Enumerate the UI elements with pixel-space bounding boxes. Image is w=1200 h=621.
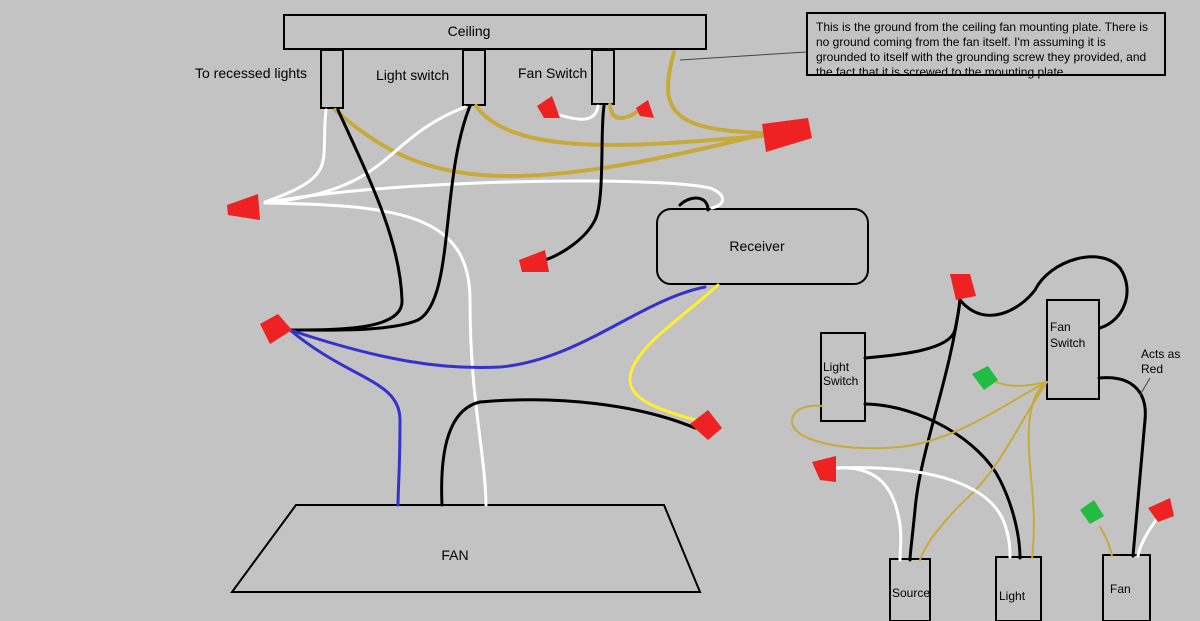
ground-wires-right: [790, 379, 1113, 561]
yellow-wire: [628, 283, 720, 422]
white-wires-right: [833, 466, 1162, 562]
wire-nut-ground-main: [762, 118, 812, 152]
wire-nut-black-receiver: [519, 250, 549, 272]
light-switch-box-label-line1: Light: [823, 360, 850, 374]
fan-switch-box-top: [591, 49, 615, 105]
note-pointer-line: [679, 51, 807, 61]
light-switch-box-label-line2: Switch: [823, 374, 858, 388]
light-switch-box-label: Light Switch: [823, 360, 858, 388]
black-wires-right: [863, 255, 1147, 562]
wire-nut-green-fan: [1080, 500, 1104, 524]
fan-box: [1102, 554, 1151, 621]
source-label: Source: [892, 586, 930, 600]
acts-as-red-pointer: [1139, 377, 1151, 396]
black-wires: [288, 104, 710, 507]
wire-nut-yellow: [690, 410, 722, 440]
wire-nut-small-1: [537, 96, 560, 118]
light-switch-box-top: [462, 49, 486, 106]
recessed-lights-label: To recessed lights: [195, 65, 307, 81]
ground-note: This is the ground from the ceiling fan …: [806, 12, 1166, 79]
fan-switch-label: Fan Switch: [518, 65, 587, 81]
source-box: [889, 558, 931, 621]
light-box: [995, 556, 1042, 621]
ceiling-bar: [283, 14, 707, 50]
acts-as-red-label-line2: Red: [1141, 362, 1163, 376]
light-switch-label: Light switch: [376, 67, 449, 83]
wire-nut-green-ground: [972, 366, 998, 390]
recessed-lights-box: [320, 49, 344, 109]
acts-as-red-label: Acts as Red: [1141, 347, 1184, 376]
wire-nut-white-main: [227, 194, 260, 220]
wire-nut-blue: [260, 314, 292, 344]
fan-switch-box-label-line2: Switch: [1050, 336, 1085, 350]
blue-wires: [288, 285, 707, 507]
wire-nut-black-right: [950, 274, 976, 300]
fan-switch-box: [1046, 299, 1100, 400]
light-label: Light: [999, 589, 1026, 603]
acts-as-red-label-line1: Acts as: [1141, 347, 1180, 361]
wire-nut-white-right: [812, 456, 836, 482]
fan-label: FAN: [441, 547, 468, 563]
receiver-label: Receiver: [729, 238, 785, 254]
white-wires: [263, 104, 725, 507]
ceiling-label: Ceiling: [448, 23, 491, 39]
light-switch-box: [820, 332, 866, 422]
fan-body: [230, 504, 702, 593]
wire-nut-small-2: [636, 100, 654, 118]
fan-switch-box-label: Fan Switch: [1050, 320, 1085, 350]
receiver-box: [656, 208, 869, 285]
wire-nut-fan-white: [1148, 498, 1174, 522]
wire-nuts-left: [227, 96, 812, 440]
fan-small-label: Fan: [1110, 582, 1131, 596]
fan-switch-box-label-line1: Fan: [1050, 320, 1071, 334]
ground-wires: [333, 50, 764, 178]
